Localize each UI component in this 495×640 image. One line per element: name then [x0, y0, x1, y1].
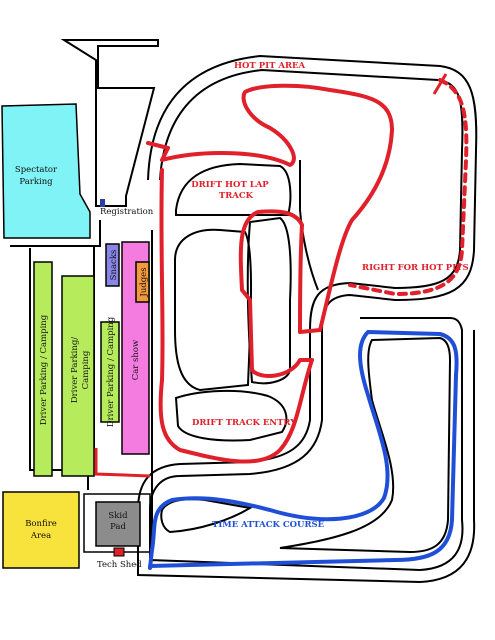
infield-island-bottom: [174, 389, 288, 442]
svg-text:Area: Area: [30, 531, 51, 541]
bonfire-label-line1: Bonfire: [25, 519, 57, 529]
bonfire-area-zone: Bonfire Area: [2, 491, 80, 569]
time-attack-route-line: [148, 330, 459, 570]
infield-island-lower-right: [299, 160, 319, 291]
judges-booth: Judges: [135, 261, 150, 303]
skid-pad-zone: Skid Pad: [83, 493, 151, 553]
infield-island-top: [175, 162, 292, 216]
right-for-hot-pits-label: RIGHT FOR HOT PITS: [362, 263, 469, 273]
svg-text:Driver Parking/: Driver Parking/: [70, 337, 80, 403]
infield-island-right: [246, 216, 292, 385]
tech-shed-label: Tech Shed: [97, 560, 142, 570]
bonfire-label-line2: Area: [30, 531, 51, 541]
paddock-boundary: [10, 220, 153, 560]
drift-bottom-connector: [94, 448, 151, 478]
svg-text:TRACK: TRACK: [219, 191, 254, 201]
spectator-parking-label-line2: Parking: [19, 177, 53, 187]
svg-text:Camping: Camping: [81, 350, 91, 389]
driver-parking-zone-1: Driver Parking / Camping: [33, 261, 53, 477]
svg-text:Pad: Pad: [110, 522, 126, 532]
svg-text:DRIFT HOT LAP: DRIFT HOT LAP: [191, 180, 269, 190]
driver-parking-zone-2: Driver Parking/ Camping: [61, 275, 95, 477]
driver-parking-2-label-line1: Driver Parking/: [70, 337, 80, 403]
spectator-parking-label-line1: Spectator: [15, 165, 58, 175]
snacks-label: Snacks: [109, 250, 119, 281]
inner-track-boundary: [137, 68, 476, 584]
driver-parking-zone-3: Driver Parking / Camping: [100, 316, 120, 427]
hot-pit-exit-dashed: [348, 78, 469, 297]
svg-text:Bonfire: Bonfire: [25, 519, 57, 529]
hot-pit-entry-mark: [432, 73, 448, 95]
time-attack-course-label: TIME ATTACK COURSE: [212, 520, 325, 530]
registration-marker: Registration: [100, 199, 154, 217]
skid-pad-label-line2: Pad: [110, 522, 126, 532]
drift-route-line: [146, 83, 394, 464]
time-attack-inner-boundary: [279, 336, 452, 554]
registration-label: Registration: [100, 207, 154, 217]
driver-parking-3-label: Driver Parking / Camping: [106, 316, 116, 427]
driver-parking-2-label-line2: Camping: [81, 350, 91, 389]
entrance-road: [60, 39, 159, 207]
spectator-parking-zone: Spectator Parking: [1, 103, 91, 239]
svg-text:Skid: Skid: [108, 511, 128, 521]
svg-text:Parking: Parking: [19, 177, 53, 187]
driver-parking-1-label: Driver Parking / Camping: [39, 314, 49, 425]
tech-shed: Tech Shed: [97, 547, 142, 570]
drift-hot-lap-label-line1: DRIFT HOT LAP: [191, 180, 269, 190]
car-show-label: Car show: [131, 339, 141, 380]
hot-pit-area-label: HOT PIT AREA: [234, 61, 306, 71]
snacks-stand: Snacks: [105, 243, 120, 287]
drift-track-entry-label: DRIFT TRACK ENTRY: [192, 418, 297, 428]
drift-hot-lap-label-line2: TRACK: [219, 191, 254, 201]
skid-pad-label-line1: Skid: [108, 511, 128, 521]
judges-label: Judges: [139, 267, 149, 297]
svg-text:Spectator: Spectator: [15, 165, 58, 175]
